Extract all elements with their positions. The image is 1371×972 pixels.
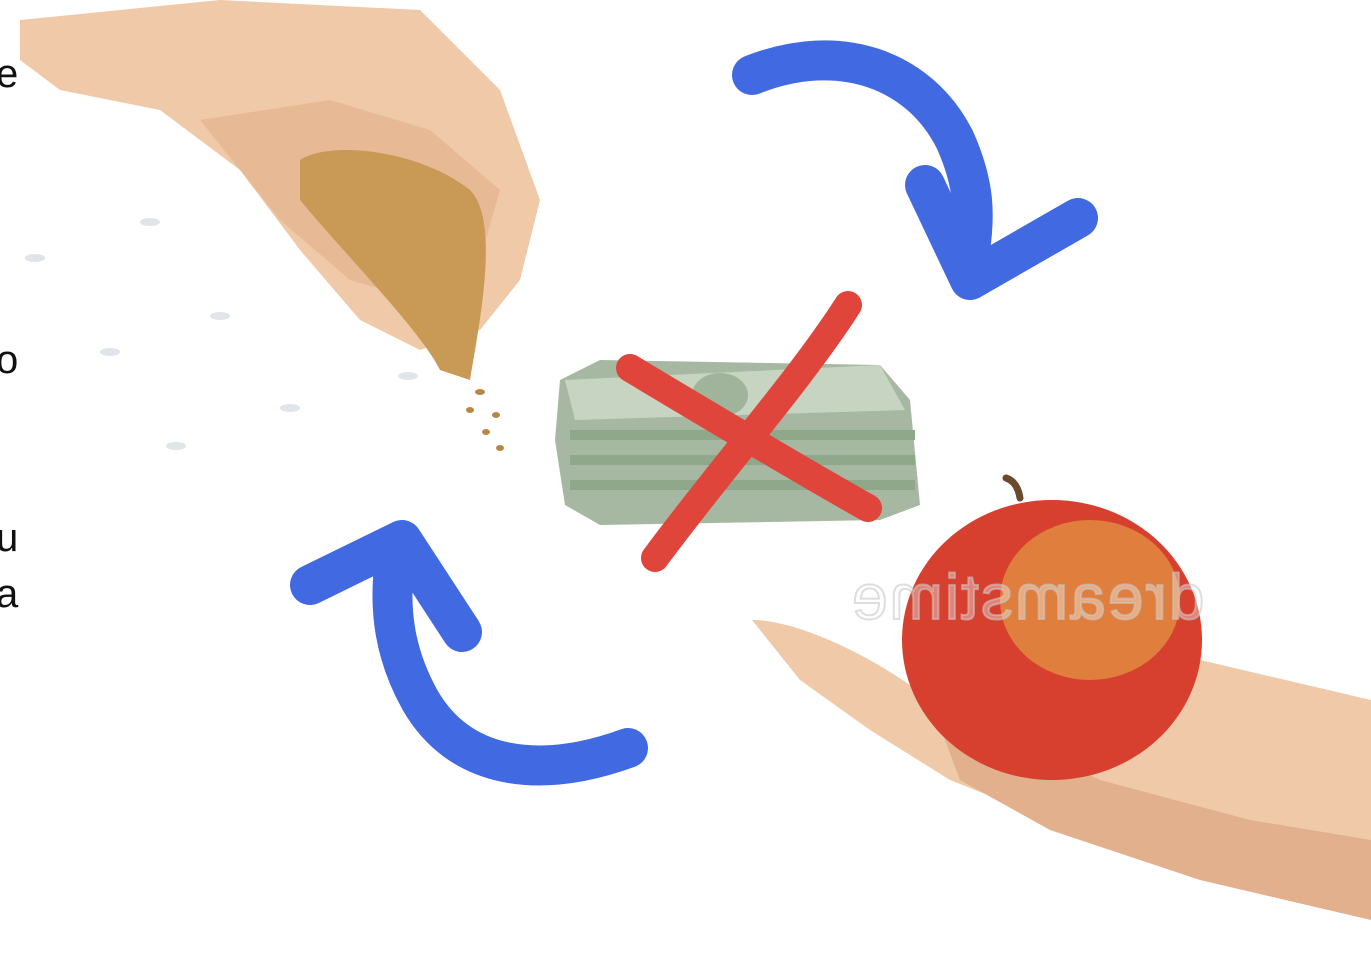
curved-arrow-down-icon (752, 60, 1078, 280)
hands-with-grain-image (20, 0, 540, 451)
curved-arrow-up-icon (310, 540, 628, 765)
watermark-text: dreamstime (850, 560, 1204, 634)
hand-with-apple-image (752, 478, 1371, 920)
